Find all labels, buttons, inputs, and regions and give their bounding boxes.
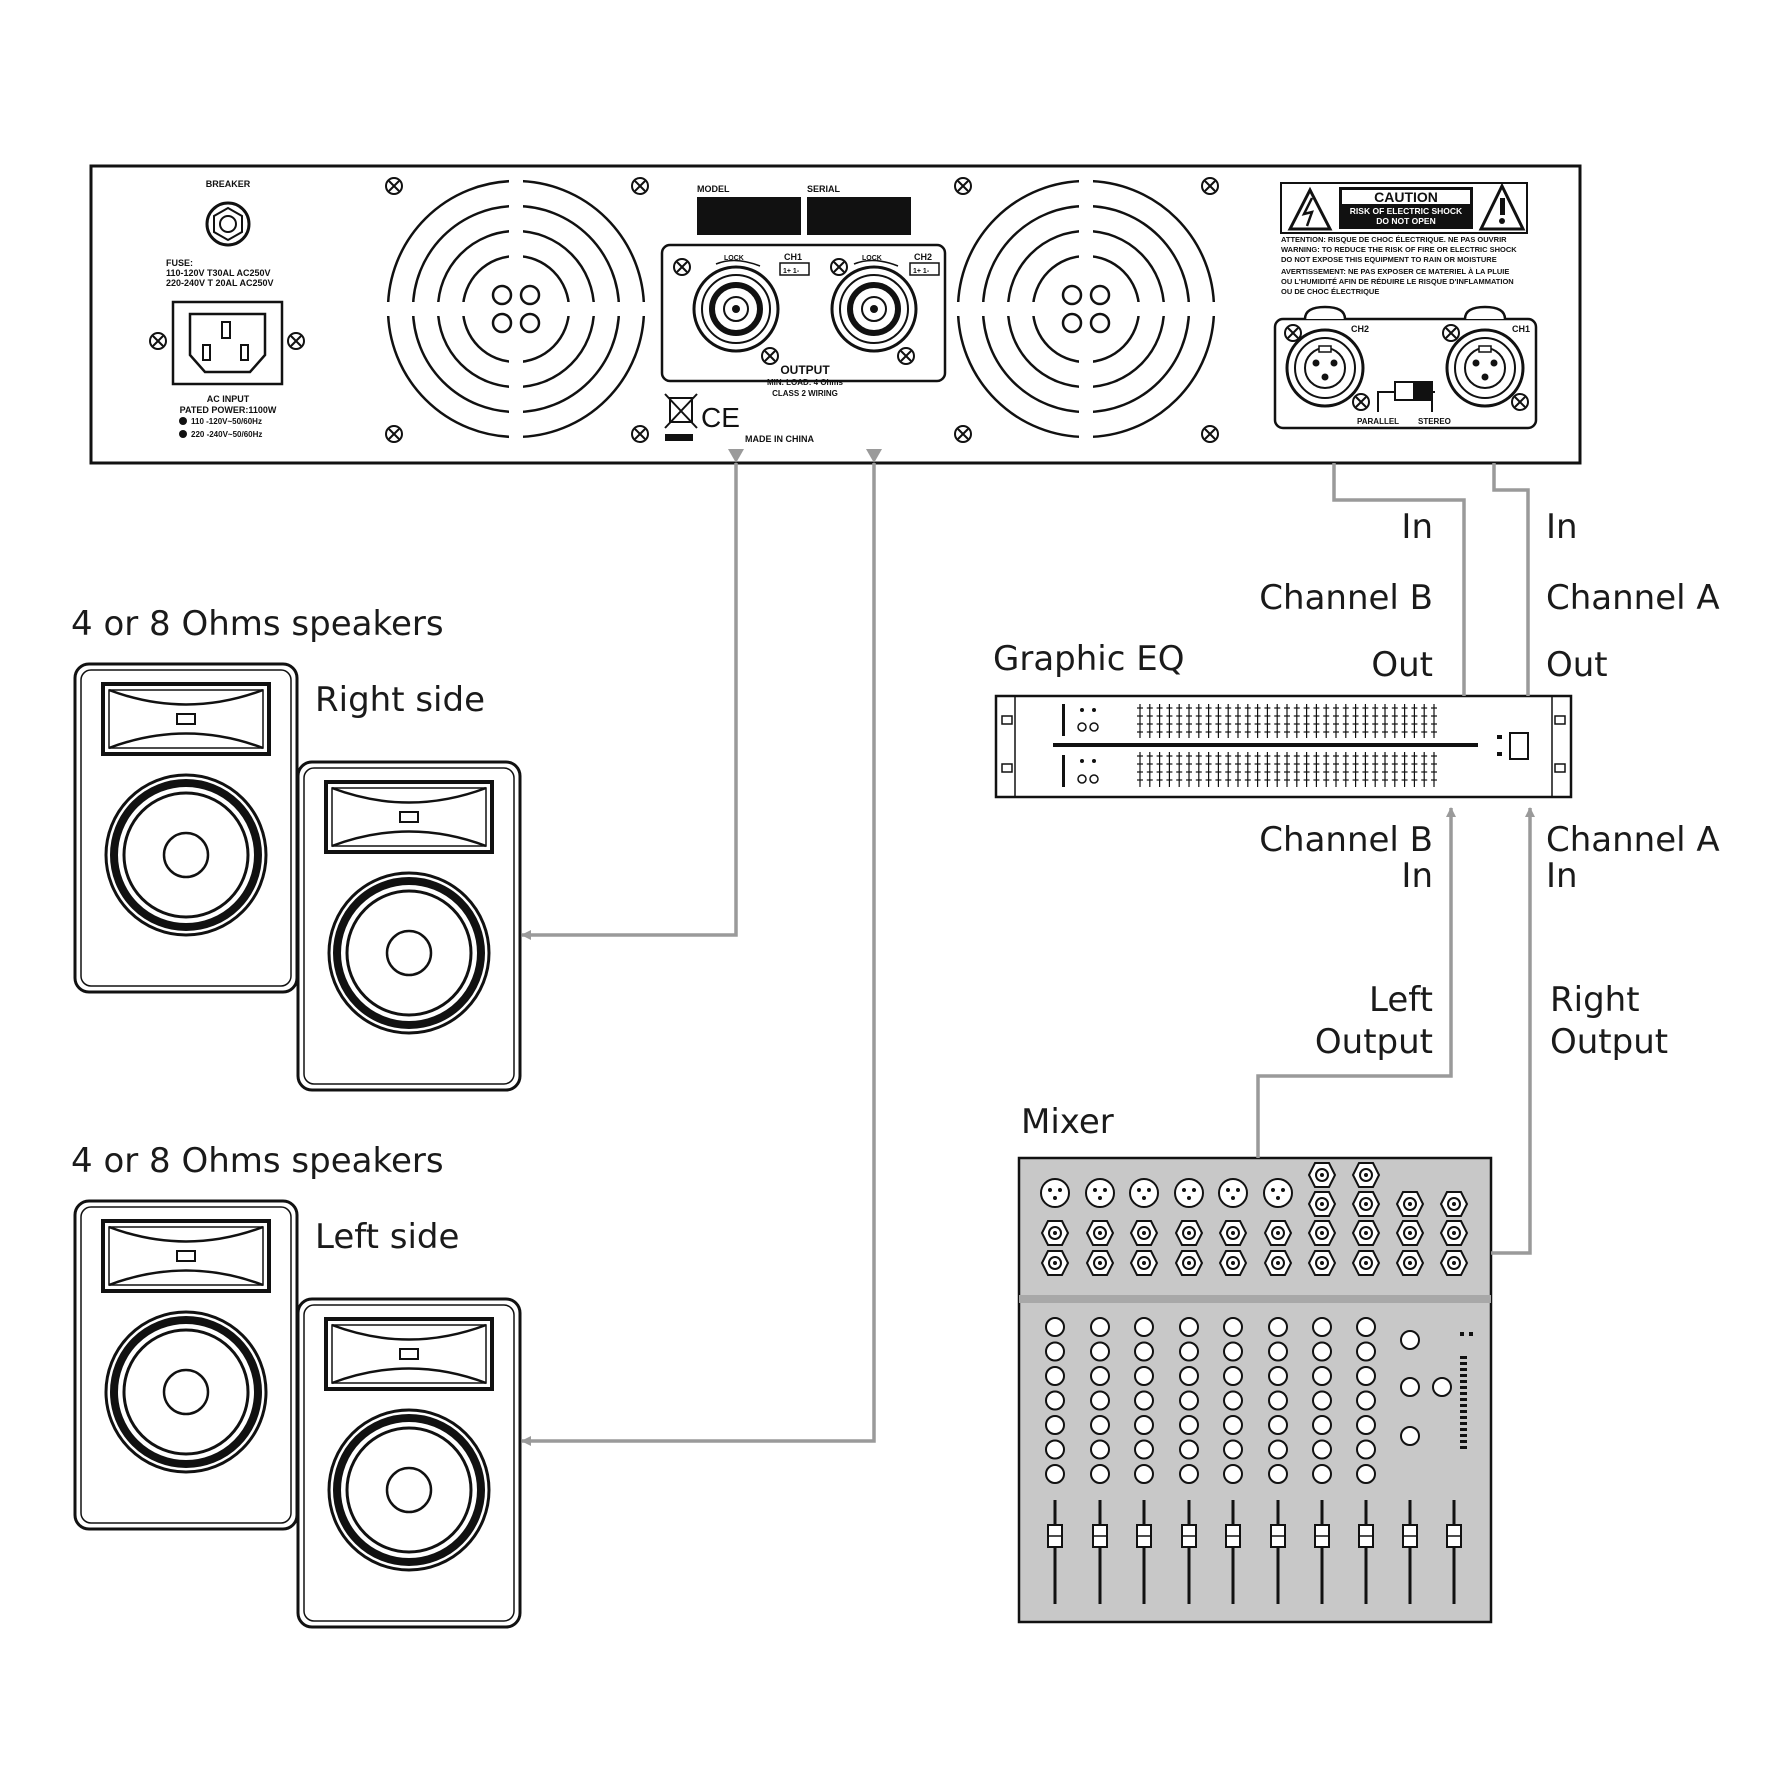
model-label: MODEL [697, 184, 730, 194]
speaker-right-front-icon [298, 762, 520, 1090]
parallel-label: PARALLEL [1357, 417, 1399, 426]
warning-line-5: OU L'HUMIDITÉ AFIN DE RÉDUIRE LE RISQUE … [1281, 277, 1514, 286]
output-ch2-pins: 1+ 1- [913, 268, 930, 275]
stereo-label: STEREO [1418, 417, 1451, 426]
eq-in-a-label-1: Channel A [1546, 820, 1720, 860]
mixer-label: Mixer [1021, 1102, 1114, 1142]
eq-out-a-label: Out [1546, 645, 1608, 685]
left-output-label-1: Left [1369, 980, 1433, 1020]
xlr-input-ch1-icon [1445, 328, 1525, 408]
speakers-bottom-label: 4 or 8 Ohms speakers [71, 1141, 444, 1181]
right-side-label: Right side [315, 680, 485, 720]
output-ch1-label: CH1 [784, 252, 802, 262]
rated-power-label: PATED POWER:1100W [180, 405, 277, 415]
warning-line-3: DO NOT EXPOSE THIS EQUIPMENT TO RAIN OR … [1281, 255, 1497, 264]
caution-sub-2: DO NOT OPEN [1376, 216, 1436, 226]
left-output-label-2: Output [1315, 1022, 1433, 1062]
input-ch2-label: CH2 [1351, 324, 1369, 334]
speakon-output-ch2-icon [832, 267, 916, 351]
amplifier-rear-panel: BREAKER FUSE: 110-120V T30AL AC250V 220-… [89, 164, 1582, 465]
speaker-left-rear-icon [75, 1201, 297, 1529]
signal-cables [1256, 463, 1535, 1255]
serial-label: SERIAL [807, 184, 841, 194]
amp-in-b-label: In [1401, 507, 1433, 547]
speaker-left-front-icon [298, 1299, 520, 1627]
warning-line-6: OU DE CHOC ÉLECTRIQUE [1281, 287, 1379, 296]
cable-ch1-to-right-speakers [521, 463, 738, 940]
cable-eq-out-b-to-amp-ch2 [1332, 463, 1466, 696]
fuse-line-2: 220-240V T 20AL AC250V [166, 278, 274, 288]
output-ch2-label: CH2 [914, 252, 932, 262]
input-ch1-label: CH1 [1512, 324, 1530, 334]
speakon-output-ch1-icon [694, 267, 778, 351]
right-output-label-1: Right [1550, 980, 1640, 1020]
lock-label-ch2: LOCK [862, 255, 882, 262]
cable-mixer-left-to-eq-b [1256, 807, 1456, 1158]
xlr-input-ch2-icon [1285, 328, 1365, 408]
amp-in-a-label: In [1546, 507, 1578, 547]
channel-a-out-label: Channel A [1546, 578, 1720, 618]
eq-out-b-label: Out [1371, 645, 1433, 685]
ac-input-label: AC INPUT [207, 394, 250, 404]
eq-in-b-label-2: In [1401, 856, 1433, 896]
speakers-top-label: 4 or 8 Ohms speakers [71, 604, 444, 644]
caution-title: CAUTION [1374, 189, 1438, 205]
mixer-unit [1017, 1156, 1493, 1624]
warning-line-4: AVERTISSEMENT: NE PAS EXPOSER CE MATERIE… [1281, 267, 1509, 276]
cable-mixer-right-to-eq-a [1491, 807, 1535, 1255]
output-ch1-pins: 1+ 1- [783, 268, 800, 275]
cable-ch2-to-left-speakers [521, 463, 876, 1446]
caution-sub-1: RISK OF ELECTRIC SHOCK [1350, 206, 1463, 216]
graphic-eq-label: Graphic EQ [993, 639, 1184, 679]
voltage-110: 110 -120V~50/60Hz [191, 417, 262, 426]
serial-plate [807, 197, 911, 235]
weee-icon [664, 393, 698, 441]
mode-switch-icon [1377, 381, 1435, 412]
caution-block [1280, 182, 1528, 234]
eq-in-a-label-2: In [1546, 856, 1578, 896]
warning-line-1: ATTENTION: RISQUE DE CHOC ÉLECTRIQUE. NE… [1281, 235, 1507, 244]
voltage-220: 220 -240V~50/60Hz [191, 430, 262, 439]
speaker-right-rear-icon [75, 664, 297, 992]
breaker-label: BREAKER [206, 179, 251, 189]
min-load-label: MIN. LOAD: 4 Ohms [767, 378, 844, 387]
fuse-line-1: 110-120V T30AL AC250V [166, 268, 271, 278]
model-plate [697, 197, 801, 235]
output-label: OUTPUT [780, 363, 830, 377]
speaker-cables [521, 463, 876, 1446]
right-output-label-2: Output [1550, 1022, 1668, 1062]
warning-line-2: WARNING: TO REDUCE THE RISK OF FIRE OR E… [1281, 245, 1517, 254]
wiring-label: CLASS 2 WIRING [772, 389, 838, 398]
left-side-label: Left side [315, 1217, 459, 1257]
ac-inlet-icon [171, 300, 284, 386]
channel-b-out-label: Channel B [1259, 578, 1433, 618]
fuse-title: FUSE: [166, 258, 193, 268]
eq-in-b-label-1: Channel B [1259, 820, 1433, 860]
made-in-label: MADE IN CHINA [745, 434, 814, 444]
lock-label-ch1: LOCK [724, 255, 744, 262]
ce-mark: CE [701, 402, 740, 433]
graphic-eq-unit [994, 694, 1573, 799]
cable-eq-out-a-to-amp-ch1 [1492, 463, 1530, 696]
